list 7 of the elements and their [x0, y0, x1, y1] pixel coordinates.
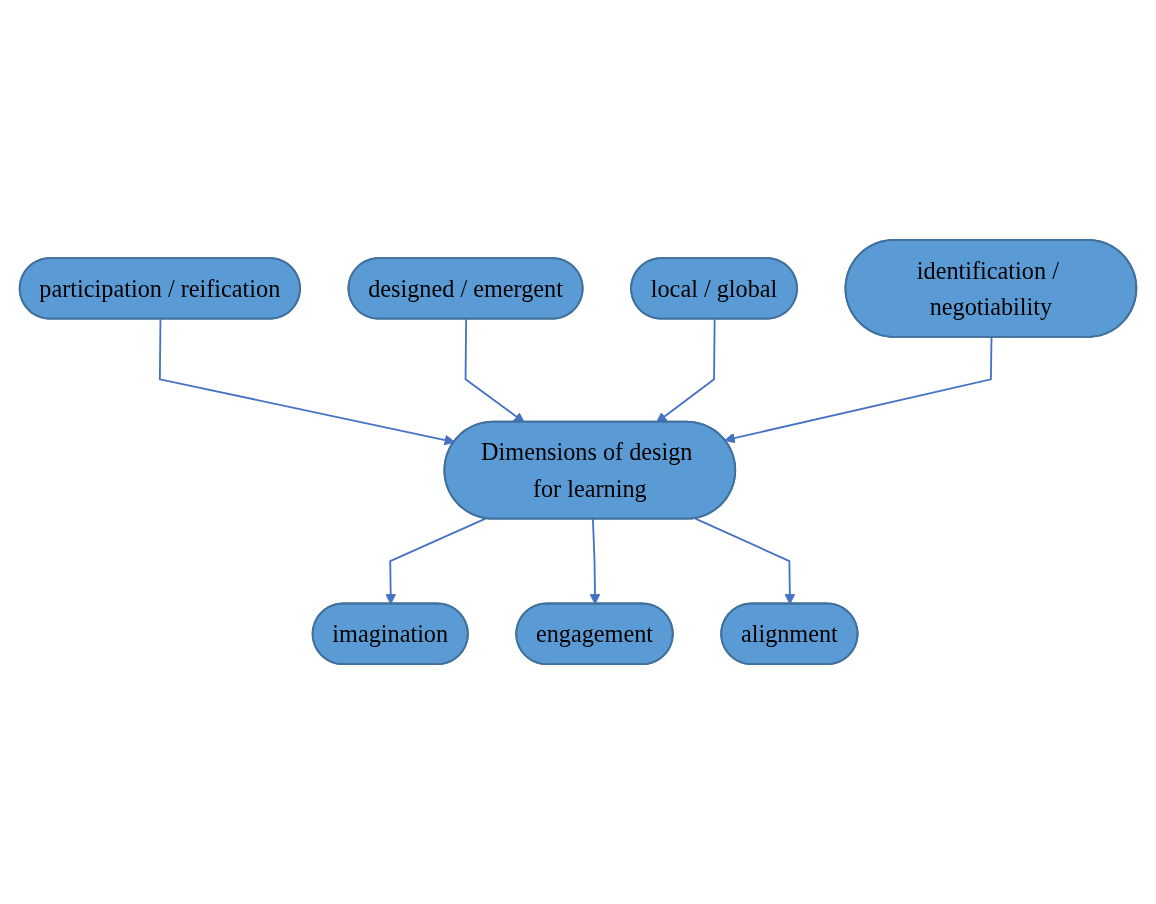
arrow	[656, 318, 716, 423]
arrow	[158, 318, 455, 446]
arrow	[464, 318, 525, 423]
arrow	[589, 518, 601, 605]
arrow	[694, 517, 796, 605]
arrow	[724, 336, 993, 444]
arrow	[385, 517, 487, 605]
